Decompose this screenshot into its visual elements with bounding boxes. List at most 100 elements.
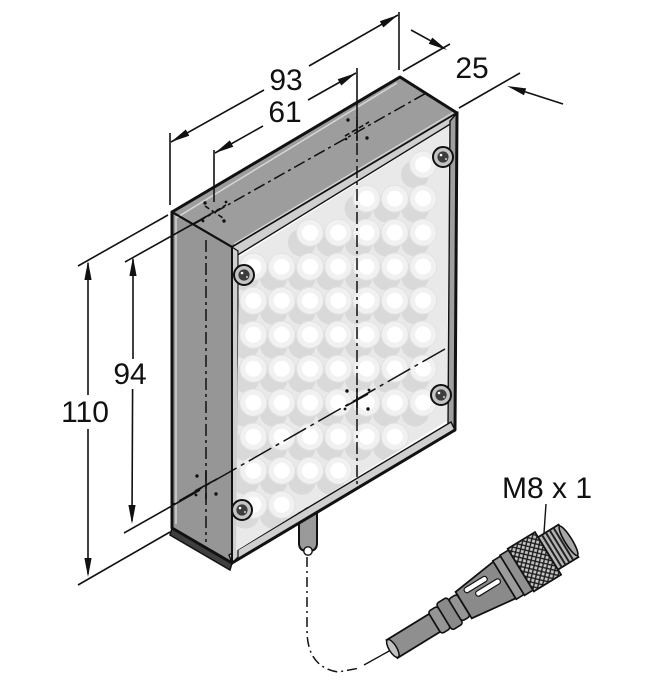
arrowhead [215, 140, 234, 153]
dimension-top-hole-spacing: 61 [213, 68, 358, 202]
led [302, 428, 318, 445]
screw-bottom-right [430, 384, 452, 406]
screw-top-right [432, 146, 454, 168]
edge-top-left [171, 211, 233, 248]
hole-marker-side-bottom [194, 471, 218, 499]
led [386, 360, 403, 377]
m8-connector [385, 523, 580, 660]
led [302, 394, 318, 411]
led [302, 326, 318, 343]
cable-routing [306, 557, 392, 673]
body-slot [475, 578, 502, 597]
led [386, 258, 403, 275]
extension-line [458, 72, 521, 109]
led [245, 394, 262, 411]
led [415, 292, 432, 309]
led [415, 394, 432, 411]
connector-tip-cap [558, 525, 579, 557]
arrowhead [128, 505, 136, 524]
led [330, 462, 347, 479]
backlight-panel [169, 75, 459, 572]
led [358, 360, 375, 377]
dimension-overall-width: 93 [169, 12, 400, 205]
knurl-texture [507, 532, 562, 592]
arrowhead [428, 37, 447, 50]
cable-lead-line [363, 649, 392, 666]
thread-ribs [541, 527, 575, 568]
panel-outline [170, 75, 459, 565]
led [358, 224, 375, 241]
extension-line [77, 214, 169, 267]
led [415, 190, 432, 207]
screw-bottom-left [231, 499, 253, 521]
led [330, 428, 347, 445]
led [386, 190, 403, 207]
led [273, 428, 290, 445]
extension-line [402, 43, 451, 72]
dimension-depth: 25 [402, 29, 564, 109]
led [415, 360, 432, 377]
dimension-side-hole-spacing: 94 [113, 214, 210, 534]
led [358, 326, 375, 343]
dimension-label-overall-height: 110 [61, 396, 109, 429]
cable-end [385, 638, 400, 659]
arrowhead [129, 257, 137, 276]
led [330, 258, 347, 275]
front-top-highlight [233, 111, 455, 245]
led [273, 496, 290, 513]
connector-thread-label: M8 x 1 [502, 472, 592, 505]
arrowhead [379, 15, 398, 28]
led [415, 224, 432, 241]
led [358, 190, 375, 207]
led [330, 292, 347, 309]
screw-top-left [233, 264, 255, 286]
led [245, 462, 262, 479]
led [302, 360, 318, 377]
led [245, 292, 262, 309]
led [386, 428, 403, 445]
arrowhead [171, 129, 190, 142]
led [415, 258, 432, 275]
led [330, 224, 347, 241]
extension-line [124, 214, 210, 263]
arrowhead [84, 558, 92, 577]
led [386, 326, 403, 343]
led [302, 258, 318, 275]
dimension-label-top-hole-spacing: 61 [268, 96, 301, 129]
hole-marker-front-center [343, 388, 371, 412]
dimension-label-side-hole-spacing: 94 [113, 358, 146, 391]
led [358, 394, 375, 411]
led [245, 428, 262, 445]
label-leader-line [543, 503, 547, 534]
led [358, 258, 375, 275]
arrowhead [84, 261, 92, 280]
body-slot [463, 575, 488, 594]
dimension-label-overall-width: 93 [269, 64, 302, 97]
arrowhead [507, 86, 527, 96]
hole-marker-top-right [344, 117, 370, 141]
led [358, 428, 375, 445]
led [415, 156, 432, 173]
cable-centerline [306, 557, 361, 673]
top-edge-highlight [175, 82, 398, 219]
led [386, 394, 403, 411]
led [330, 394, 347, 411]
led [386, 224, 403, 241]
panel-left-face [171, 210, 233, 565]
extension-line [123, 489, 201, 534]
dimension-label-depth: 25 [455, 52, 488, 85]
led [273, 326, 290, 343]
led [330, 326, 347, 343]
extension-line [77, 531, 171, 586]
led [245, 360, 262, 377]
top-face-centerline [193, 91, 429, 225]
cable-stub-notch [303, 546, 313, 556]
led [273, 462, 290, 479]
led [386, 292, 403, 309]
led [273, 292, 290, 309]
led [273, 360, 290, 377]
led [358, 292, 375, 309]
led [273, 394, 290, 411]
led [302, 224, 318, 241]
